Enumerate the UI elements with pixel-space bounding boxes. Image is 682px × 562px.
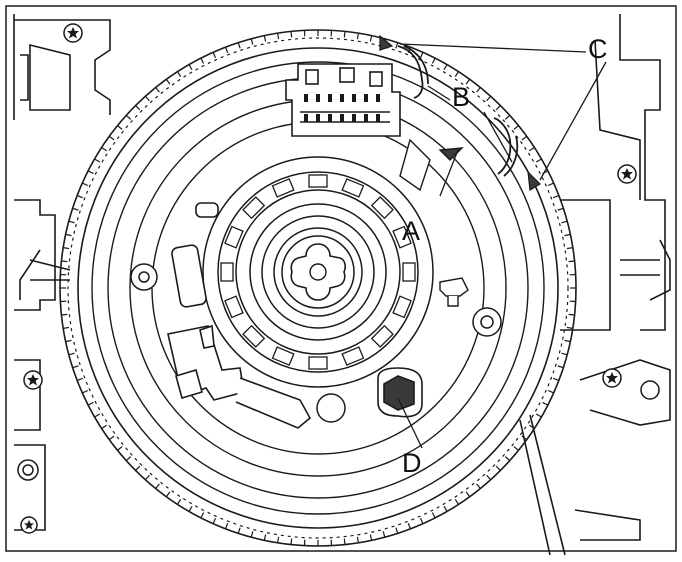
screw-icon bbox=[21, 517, 37, 533]
screw-icon bbox=[64, 24, 82, 42]
callout-b: B bbox=[452, 84, 470, 111]
rotor-slot bbox=[309, 175, 327, 187]
connector-pin bbox=[352, 94, 356, 102]
connector-pin bbox=[328, 114, 332, 122]
connector-pin bbox=[316, 114, 320, 122]
connector-pin bbox=[340, 114, 344, 122]
screw-icon bbox=[603, 369, 621, 387]
rim-tick bbox=[344, 31, 345, 37]
screw-icon bbox=[24, 371, 42, 389]
rim-tick bbox=[569, 314, 575, 315]
connector-pin bbox=[352, 114, 356, 122]
connector-d-part bbox=[378, 368, 422, 417]
connector-pin bbox=[328, 94, 332, 102]
hub-center bbox=[310, 264, 326, 280]
rim-tick bbox=[61, 261, 67, 262]
connector-pin bbox=[376, 94, 380, 102]
connector-pin bbox=[340, 94, 344, 102]
rim-tick bbox=[344, 539, 345, 545]
rim-tick bbox=[291, 539, 292, 545]
callout-c: C bbox=[588, 36, 608, 63]
rotor-slot bbox=[309, 357, 327, 369]
rim-tick bbox=[61, 314, 67, 315]
callout-a: A bbox=[402, 218, 420, 245]
connector-pin bbox=[376, 114, 380, 122]
connector-pin bbox=[316, 94, 320, 102]
connector-pin bbox=[364, 94, 368, 102]
screw-icon bbox=[618, 165, 636, 183]
rim-tick bbox=[569, 261, 575, 262]
connector-pin bbox=[304, 114, 308, 122]
callout-d: D bbox=[402, 450, 422, 477]
rotor-slot bbox=[403, 263, 415, 281]
connector-pin bbox=[364, 114, 368, 122]
connector-pin bbox=[304, 94, 308, 102]
top-connector bbox=[286, 64, 400, 136]
rotor-slot bbox=[221, 263, 233, 281]
rim-tick bbox=[291, 31, 292, 37]
